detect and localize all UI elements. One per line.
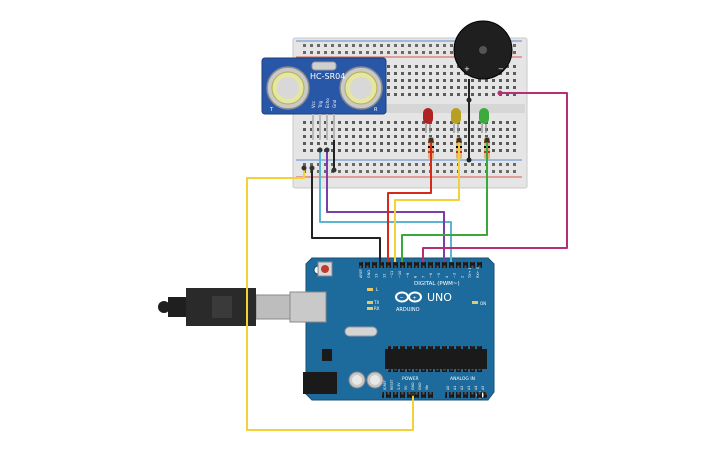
- led-l-label: L: [376, 287, 379, 292]
- analog-label: ANALOG IN: [450, 376, 475, 382]
- analog-pin-label-5: A5: [481, 386, 485, 390]
- digital-pin-label-14: TX→ 1: [468, 267, 472, 279]
- digital-pin-label-13: 2: [460, 276, 464, 278]
- analog-header: [445, 392, 487, 398]
- digital-pin-label-8: 7: [421, 276, 425, 278]
- wire-magenta-buzzer: [422, 92, 568, 262]
- digital-pin-label-6: ~9: [406, 273, 410, 278]
- digital-pin-label-7: 8: [414, 276, 418, 278]
- svg-text:−: −: [400, 295, 404, 301]
- led-green: [479, 108, 489, 133]
- wire-purple-trig: [326, 150, 445, 262]
- sensor-pin-labels: Vcc Trig Echo Gnd: [311, 98, 337, 109]
- sensor-pin-gnd: Gnd: [332, 99, 337, 108]
- uno-label: UNO: [427, 291, 452, 304]
- digital-pin-label-10: ~5: [437, 273, 441, 278]
- on-label: ON: [480, 301, 486, 306]
- power-pin-label-5: GND: [418, 382, 422, 390]
- led-red: [423, 108, 433, 133]
- digital-pin-label-12: ~3: [453, 273, 457, 278]
- digital-pin-label-11: 4: [445, 275, 449, 278]
- analog-pin-label-3: A3: [467, 386, 471, 390]
- sensor-t-label: T: [269, 107, 274, 113]
- digital-label: DIGITAL (PWM~): [414, 281, 460, 287]
- sensor-r-label: R: [374, 107, 378, 113]
- digital-pin-label-3: 12: [382, 274, 386, 278]
- wire-green-led: [401, 140, 488, 262]
- wire-endpoints: [301, 90, 503, 396]
- wires: [246, 92, 568, 431]
- wire-cyan-echo: [319, 150, 452, 262]
- buzzer-plus-label: +: [464, 65, 470, 73]
- power-label: POWER: [402, 376, 419, 382]
- digital-pin-label-5: ~10: [398, 271, 402, 278]
- power-jack: [303, 372, 337, 394]
- analog-pin-label-1: A1: [453, 386, 457, 390]
- analog-pin-label-4: A4: [474, 386, 478, 390]
- digital-pin-label-9: ~6: [429, 273, 433, 278]
- arduino-label: ARDUINO: [396, 307, 420, 313]
- power-pin-label-6: Vin: [425, 385, 429, 390]
- digital-pin-label-1: GND: [367, 270, 371, 278]
- power-pin-label-0: IOREF: [383, 380, 387, 390]
- analog-pin-label-0: A0: [446, 386, 450, 390]
- atmega-chip: [385, 349, 487, 369]
- sensor-model-label: HC-SR04: [310, 72, 345, 81]
- digital-pin-label-0: AREF: [359, 269, 363, 278]
- svg-text:+: +: [413, 296, 417, 302]
- power-pin-label-3: 5V: [404, 385, 408, 390]
- led-tx-label: TX: [373, 300, 379, 305]
- sensor-pin-vcc: Vcc: [311, 101, 316, 108]
- arduino-logo: − +: [395, 291, 422, 303]
- piezo-buzzer: + −: [453, 20, 513, 163]
- buzzer-minus-label: −: [498, 65, 504, 73]
- usb-cable: [158, 288, 327, 326]
- wire-red-led: [387, 140, 432, 262]
- ultrasonic-sensor: HC-SR04 T R Vcc Trig Echo Gnd: [261, 57, 387, 140]
- digital-header: [359, 262, 484, 268]
- sensor-pin-trig: Trig: [318, 100, 323, 109]
- led-yellow: [451, 108, 461, 133]
- analog-pin-label-2: A2: [460, 386, 464, 390]
- power-pin-label-1: RESET: [390, 378, 394, 390]
- wire-yellow-led: [394, 140, 460, 262]
- digital-pin-label-4: ~11: [390, 271, 394, 278]
- sensor-pin-echo: Echo: [325, 98, 330, 108]
- power-pin-label-4: GND: [411, 382, 415, 390]
- wire-black-gnd: [311, 168, 381, 262]
- digital-pin-label-2: 13: [375, 274, 379, 278]
- led-rx-label: RX: [374, 306, 380, 311]
- wire-yellow-5v: [246, 168, 414, 431]
- power-header: [382, 392, 434, 398]
- digital-pin-label-15: RX← 0: [476, 267, 480, 278]
- power-pin-label-2: 3.3V: [397, 382, 401, 390]
